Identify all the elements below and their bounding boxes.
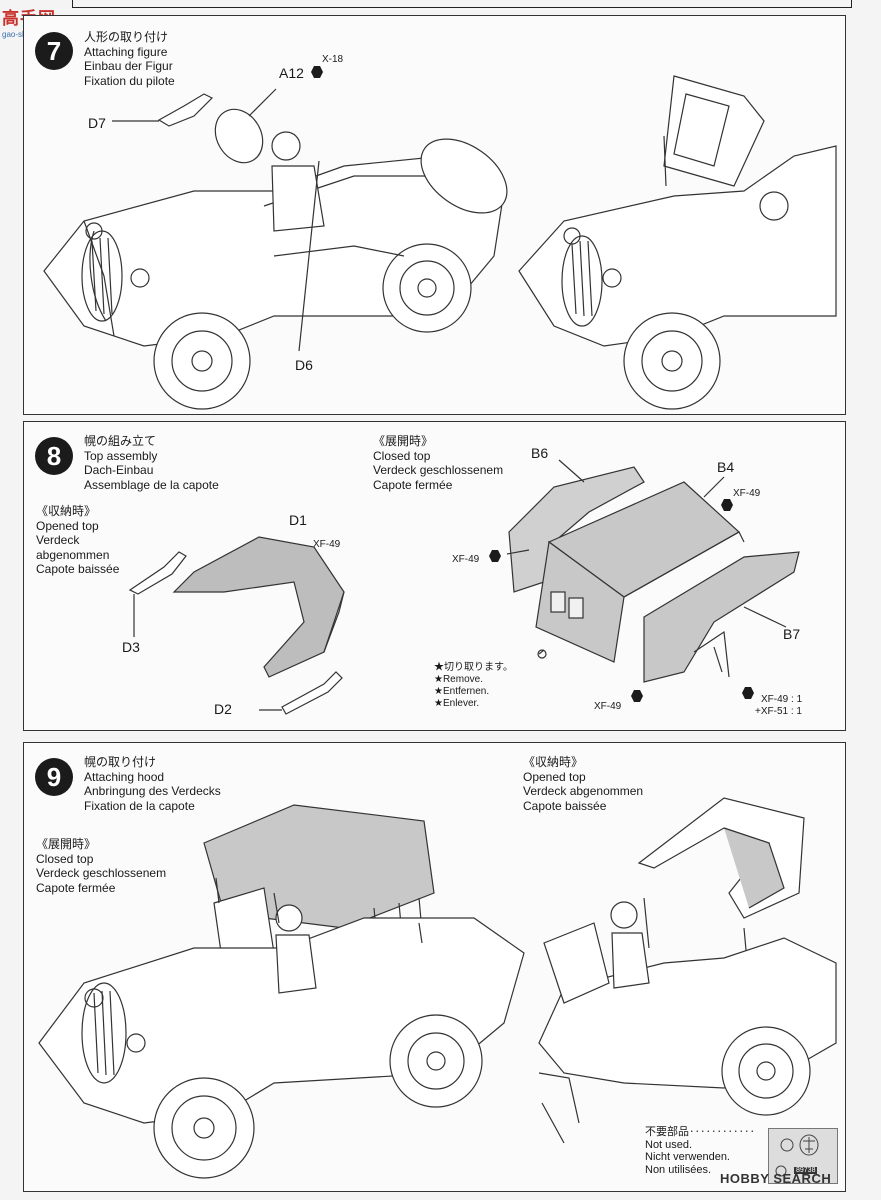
step-7-panel: 7 人形の取り付け Attaching figure Einbau der Fi…: [23, 15, 846, 415]
step-9-title-en: Attaching hood: [84, 769, 165, 784]
step-9-illustration: [38, 797, 837, 1179]
paint-label-xf49-left: XF-49: [452, 554, 480, 565]
remove-note: ★切り取ります。 ★Remove. ★Entfernen. ★Enlever.: [434, 662, 513, 710]
hobby-search-watermark: HOBBY SEARCH: [720, 1171, 832, 1186]
not-used-part-image: 89738: [768, 1128, 838, 1184]
part-label-a12: A12: [279, 65, 304, 81]
opened-fr: Capote baissée: [36, 562, 120, 576]
step-9-closed-caption: 《展開時》 Closed top Verdeck geschlossenem C…: [36, 837, 166, 895]
step-7-badge: 7: [35, 32, 73, 70]
opened-en: Opened top: [523, 769, 586, 784]
closed-de: Verdeck geschlossenem: [373, 463, 504, 477]
opened-en: Opened top: [36, 518, 99, 533]
closed-en: Closed top: [373, 448, 431, 463]
paint-hex-icon: [631, 690, 643, 702]
step-8-title-en: Top assembly: [84, 448, 158, 463]
step-8-title-de: Dach-Einbau: [84, 463, 154, 477]
step-8-title-fr: Assemblage de la capote: [84, 477, 219, 492]
not-used-note: 不要部品‥‥‥‥‥‥ Not used. Nicht verwenden. No…: [645, 1126, 755, 1176]
remove-en: ★Remove.: [434, 674, 483, 685]
part-label-d3: D3: [122, 639, 140, 655]
remove-fr: ★Enlever.: [434, 698, 480, 709]
opened-de-1: Verdeck: [36, 533, 80, 547]
paint-label-xf49-b4: XF-49: [733, 488, 761, 499]
closed-jp: 《展開時》: [373, 434, 434, 448]
paint-hex-icon: [311, 66, 323, 78]
previous-panel-edge: [72, 0, 852, 8]
step-7-title-de: Einbau der Figur: [84, 59, 173, 73]
paint-label-xf49-d1: XF-49: [313, 539, 341, 550]
step-8-opened-caption: 《収納時》 Opened top Verdeck abgenommen Capo…: [36, 504, 119, 577]
opened-fr: Capote baissée: [523, 798, 607, 813]
step-8-badge: 8: [35, 437, 73, 475]
opened-jp: 《収納時》: [523, 755, 584, 769]
closed-jp: 《展開時》: [36, 837, 97, 851]
step-9-opened-caption: 《収納時》 Opened top Verdeck abgenommen Capo…: [523, 755, 643, 813]
closed-fr: Capote fermée: [36, 880, 116, 895]
opened-jp: 《収納時》: [36, 504, 97, 518]
part-label-d7: D7: [88, 115, 106, 131]
part-label-b4: B4: [717, 459, 735, 475]
step-9-title-fr: Fixation de la capote: [84, 798, 195, 813]
remove-jp: ★切り取ります。: [434, 662, 513, 673]
step-9-badge: 9: [35, 758, 73, 796]
paint-mix-line-2: +XF-51 : 1: [755, 706, 802, 717]
step-9-title-jp: 幌の取り付け: [84, 755, 157, 769]
part-label-b7: B7: [783, 626, 801, 642]
opened-de-2: abgenommen: [36, 547, 110, 562]
not-used-en: Not used.: [645, 1138, 693, 1151]
not-used-jp: 不要部品‥‥‥‥‥‥: [645, 1126, 755, 1138]
step-8-illustration: [128, 459, 800, 715]
paint-hex-icon: [489, 550, 501, 562]
closed-de: Verdeck geschlossenem: [36, 866, 167, 880]
part-number: 89738: [794, 1167, 818, 1174]
part-label-b6: B6: [531, 445, 549, 461]
step-7-title: 人形の取り付け Attaching figure Einbau der Figu…: [84, 30, 175, 88]
step-8-panel: 8 幌の組み立て Top assembly Dach-Einbau Assemb…: [23, 421, 846, 731]
step-7-title-fr: Fixation du pilote: [84, 73, 175, 88]
step-7-title-en: Attaching figure: [84, 44, 168, 59]
paint-hex-icon: [742, 687, 754, 699]
step-7-illustration: [43, 75, 837, 410]
step-9-title: 幌の取り付け Attaching hood Anbringung des Ver…: [84, 755, 221, 813]
step-9-panel: 9 幌の取り付け Attaching hood Anbringung des V…: [23, 742, 846, 1192]
step-8-closed-caption: 《展開時》 Closed top Verdeck geschlossenem C…: [373, 434, 503, 492]
not-used-part-icon: [775, 1134, 819, 1177]
not-used-de: Nicht verwenden.: [645, 1151, 730, 1163]
remove-de: ★Entfernen.: [434, 686, 490, 697]
opened-de: Verdeck abgenommen: [523, 784, 644, 798]
step-8-title-jp: 幌の組み立て: [84, 434, 157, 448]
step-8-title: 幌の組み立て Top assembly Dach-Einbau Assembla…: [84, 434, 219, 492]
paint-hex-icon: [721, 499, 733, 511]
paint-label-xf49-bottom: XF-49: [594, 701, 622, 712]
closed-en: Closed top: [36, 851, 94, 866]
part-label-d6: D6: [295, 357, 313, 373]
paint-label-x18: X-18: [322, 54, 344, 65]
step-7-title-jp: 人形の取り付け: [84, 30, 169, 44]
closed-fr: Capote fermée: [373, 477, 453, 492]
step-9-title-de: Anbringung des Verdecks: [84, 784, 221, 798]
part-label-d1: D1: [289, 512, 307, 528]
part-label-d2: D2: [214, 701, 232, 717]
paint-mix-line-1: XF-49 : 1: [761, 694, 803, 705]
not-used-fr: Non utilisées.: [645, 1163, 712, 1176]
